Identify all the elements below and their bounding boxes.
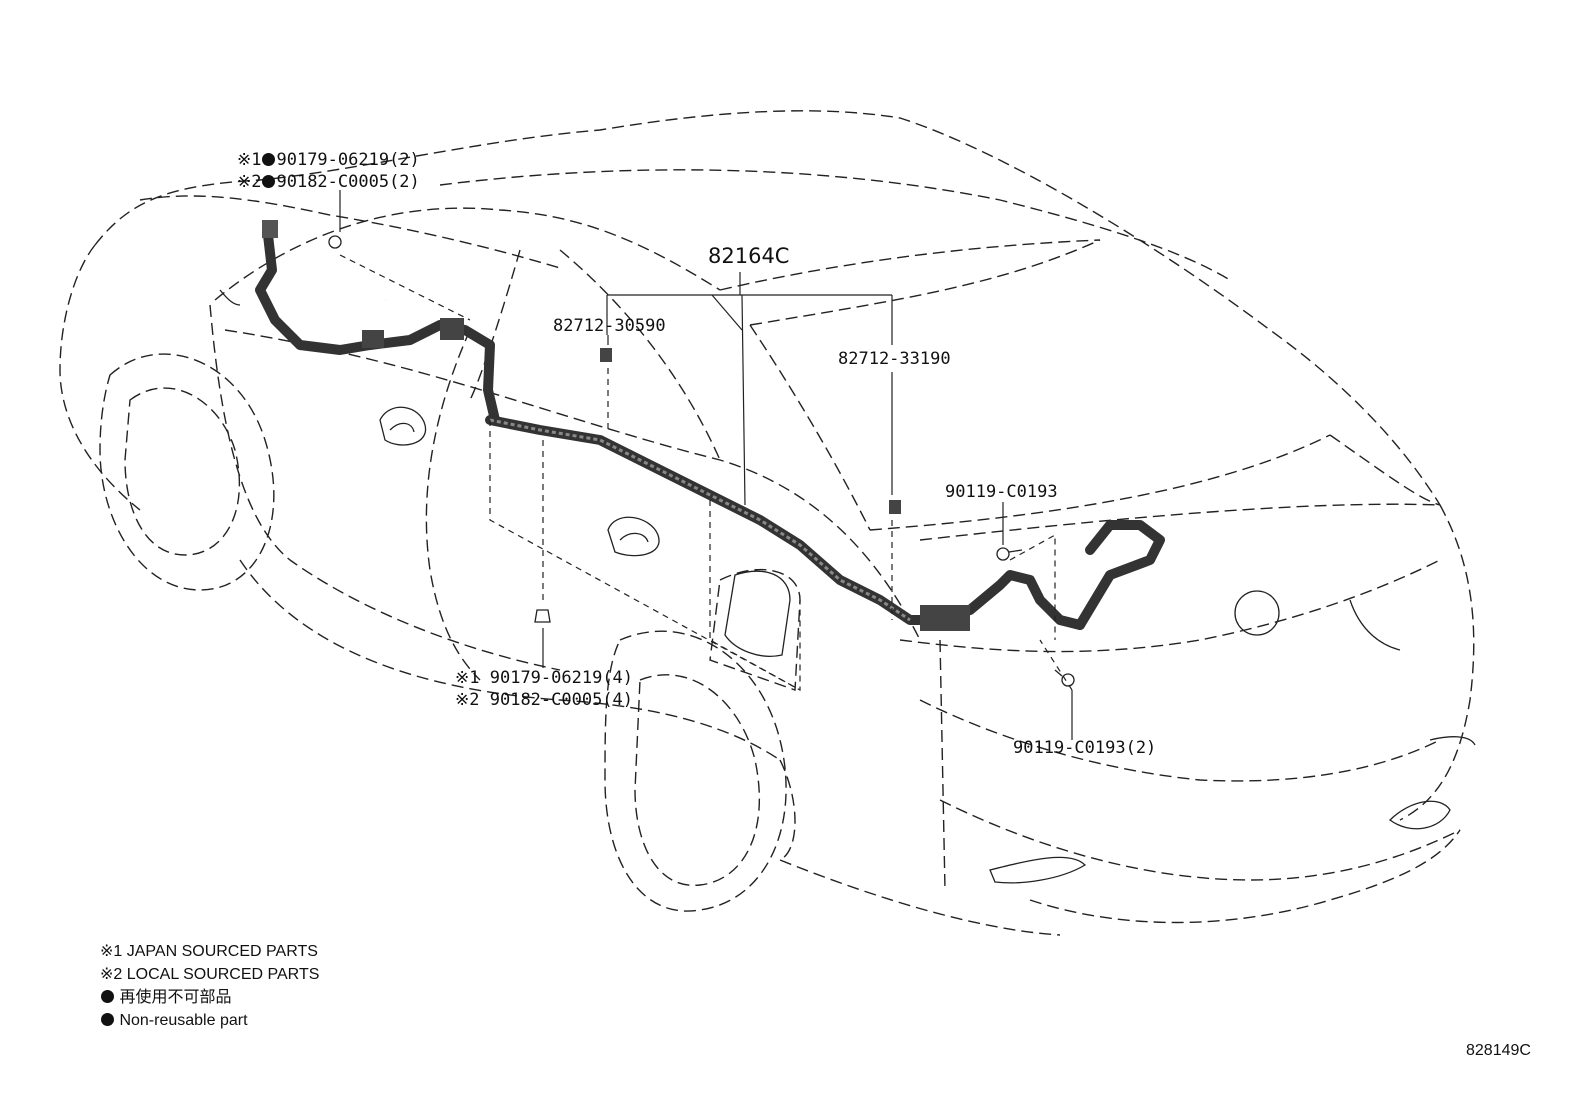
non-reusable-dot-icon <box>101 990 114 1003</box>
diagram-id: 828149C <box>1466 1042 1531 1059</box>
legend-non-reusable-en-row: Non-reusable part <box>100 1009 319 1032</box>
label-harness: 82164C <box>708 244 790 268</box>
legend-non-reusable-jp-row: 再使用不可部品 <box>100 986 319 1009</box>
non-reusable-dot-icon <box>101 1013 114 1026</box>
callout-top-mark2: ※2 <box>237 172 262 192</box>
callout-bottom-part2: 90182-C0005(4) <box>489 690 634 710</box>
callout-bottom-mark1: ※1 <box>455 668 480 688</box>
legend-japan: ※1 JAPAN SOURCED PARTS <box>100 943 318 960</box>
callout-bottom-part1: 90179-06219(4) <box>489 668 634 688</box>
label-bolt-b: 90119-C0193(2) <box>1013 738 1157 758</box>
callout-top-line1: ※1 90179-06219(2) <box>237 150 420 170</box>
non-reusable-dot-icon <box>262 175 276 188</box>
label-bolt-a: 90119-C0193 <box>945 482 1058 502</box>
non-reusable-dot-icon <box>262 153 276 166</box>
legend: ※1 JAPAN SOURCED PARTS ※2 LOCAL SOURCED … <box>100 940 319 1032</box>
legend-local: ※2 LOCAL SOURCED PARTS <box>100 966 320 983</box>
legend-non-reusable-jp: 再使用不可部品 <box>119 989 232 1006</box>
callout-bottom-mark2: ※2 <box>455 690 480 710</box>
legend-non-reusable-en: Non-reusable part <box>119 1012 248 1029</box>
callout-top-part2: 90182-C0005(2) <box>276 172 420 192</box>
callout-bottom-line1: ※1 90179-06219(4) <box>455 668 633 688</box>
callout-top-mark1: ※1 <box>237 150 262 170</box>
callout-top-part1: 90179-06219(2) <box>276 150 420 170</box>
callout-bottom-line2: ※2 90182-C0005(4) <box>455 690 633 710</box>
label-clip-b: 82712-33190 <box>838 349 951 369</box>
label-clip-a: 82712-30590 <box>553 316 666 336</box>
callout-top-line2: ※2 90182-C0005(2) <box>237 172 420 192</box>
